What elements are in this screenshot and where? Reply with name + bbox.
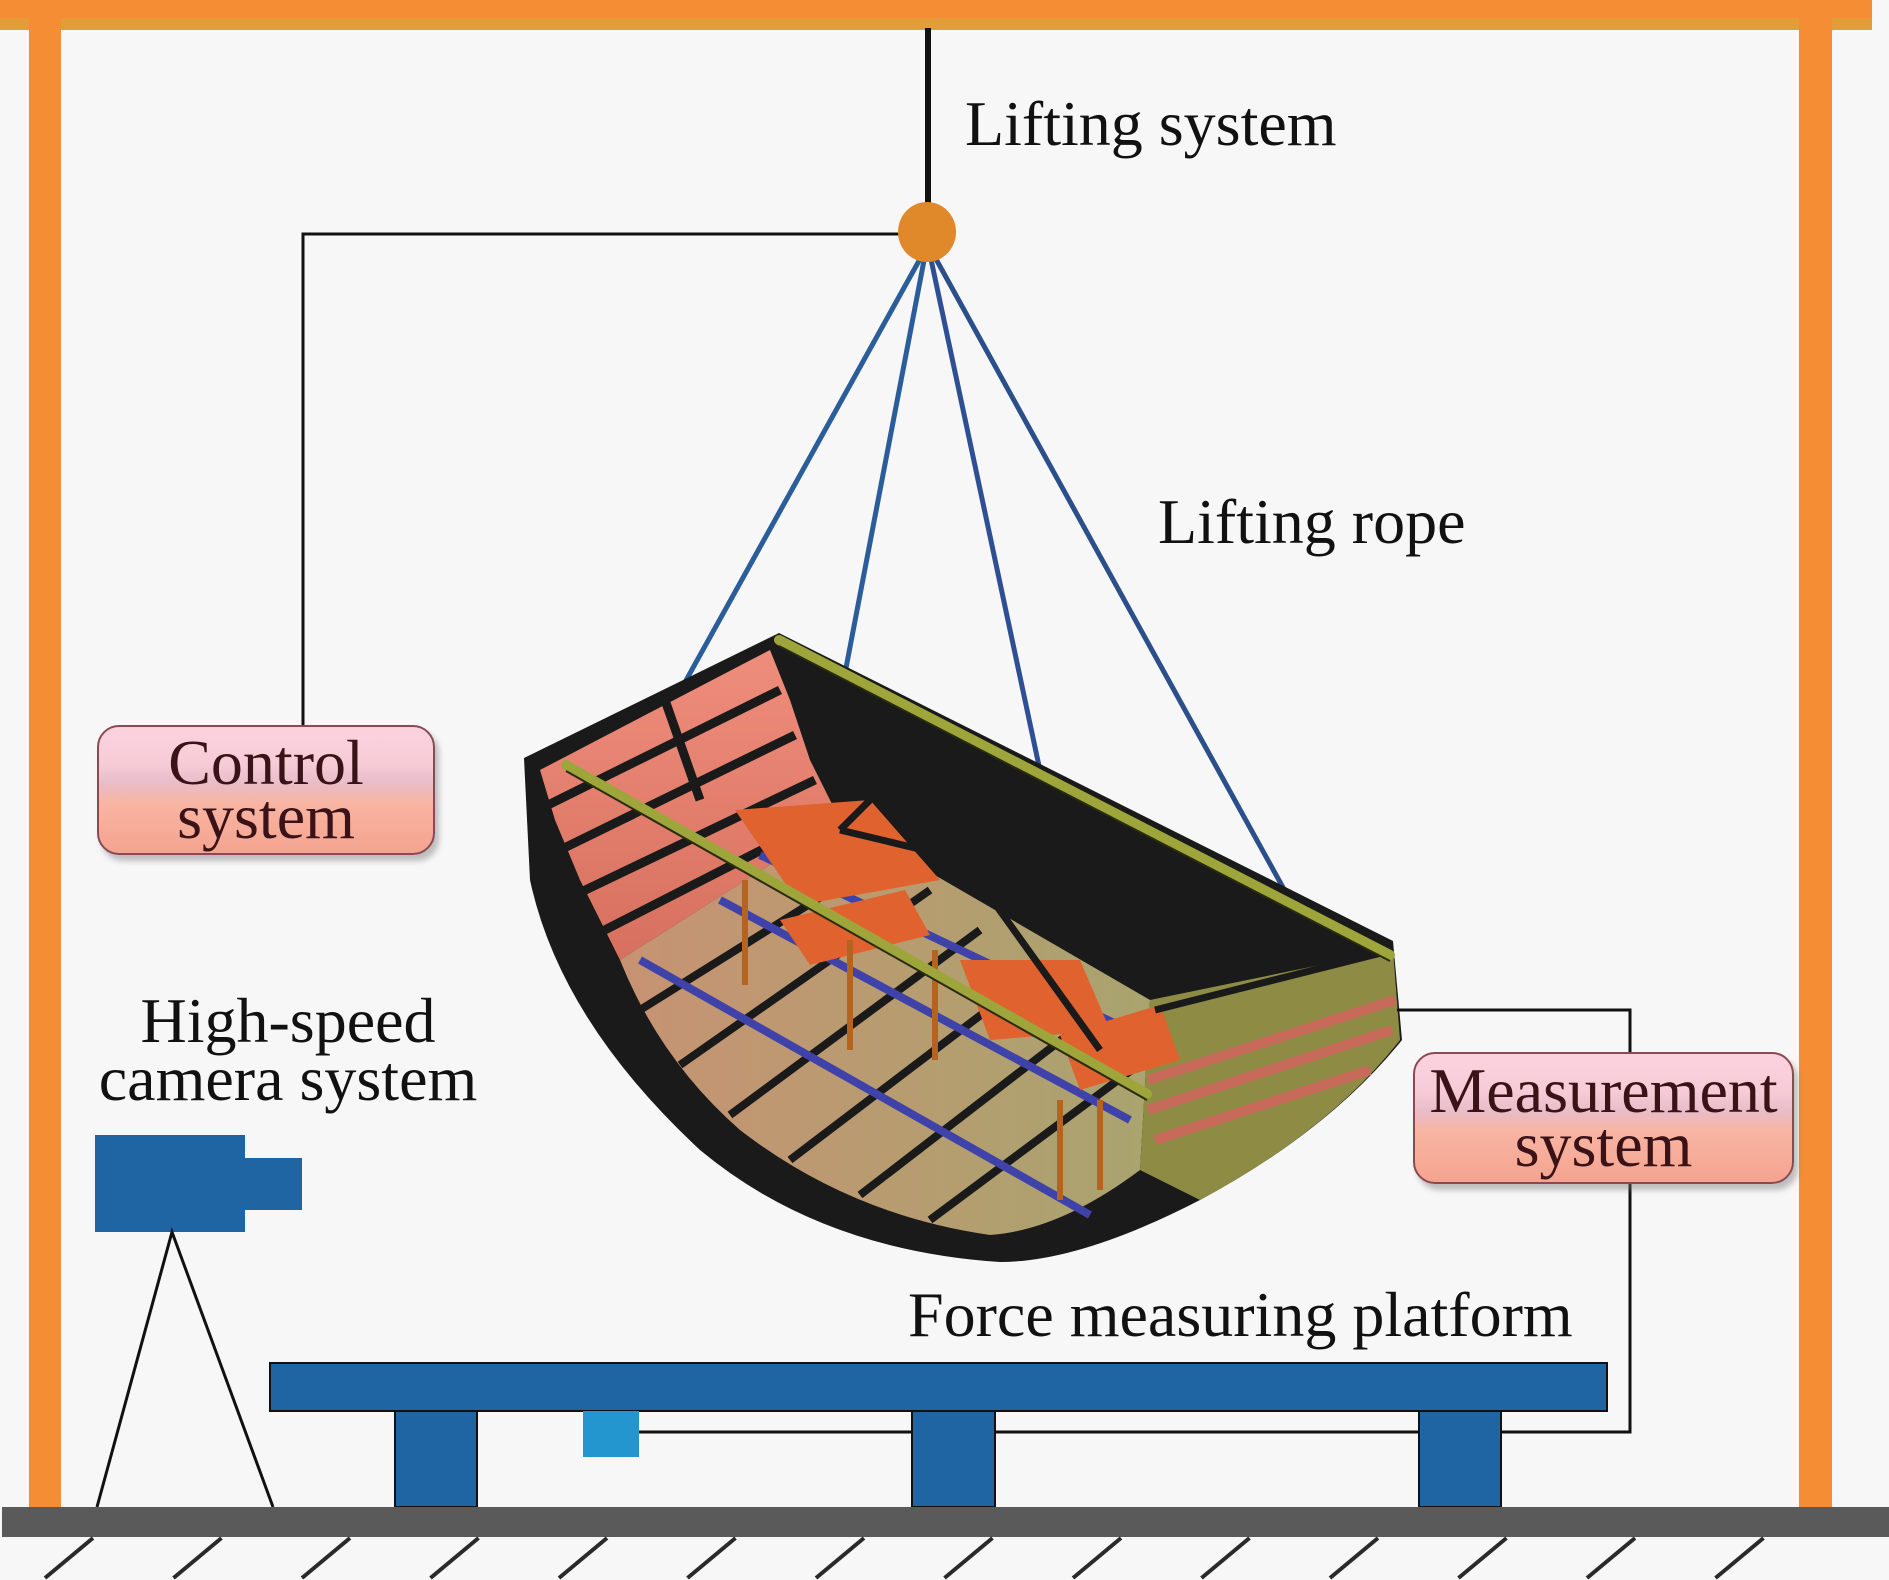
ground-hatch-line <box>300 1536 352 1580</box>
lifting-system-pulley <box>898 202 956 262</box>
deck-plate-1 <box>735 800 940 905</box>
control-wire <box>301 232 900 725</box>
frame-top-beam-shade <box>0 18 1872 30</box>
ground-hatch-line <box>1585 1536 1637 1580</box>
measurement-wire-upper <box>1397 1008 1632 1052</box>
lifting-system-label: Lifting system <box>965 88 1337 159</box>
measurement-label-line-2: system <box>1514 1109 1693 1180</box>
lifting-rope-2 <box>843 247 929 671</box>
hull-end-wall <box>540 650 840 960</box>
ground-hatch-line <box>686 1536 737 1580</box>
force-platform-label: Force measuring platform <box>908 1279 1573 1350</box>
camera-tripod <box>95 1227 275 1508</box>
top-frame-members <box>817 657 1394 1053</box>
ground-hatch-line <box>43 1536 95 1580</box>
back-top-tube <box>774 635 1395 960</box>
lifting-rope-4 <box>928 247 1315 943</box>
front-top-tube <box>561 760 1152 1099</box>
platform-leg-1 <box>394 1410 478 1508</box>
ground-hatch-line <box>814 1536 866 1580</box>
control-system-box: Control system <box>97 725 435 855</box>
force-sensor <box>583 1411 639 1457</box>
frame-right-post <box>1799 18 1832 1508</box>
platform-leg-3 <box>1418 1410 1502 1508</box>
ground-hatch-line <box>943 1536 994 1580</box>
frame-left-post <box>29 18 61 1508</box>
ground-hatching <box>43 1536 1765 1580</box>
deck-plates <box>735 800 1180 1090</box>
control-label-line-2: system <box>177 781 355 852</box>
deck-posts <box>742 880 1103 1200</box>
platform-deck <box>269 1362 1608 1412</box>
hull-bottom <box>620 820 1150 1235</box>
measurement-label-line-1: Measurement <box>1429 1054 1778 1126</box>
ground-hatch-line <box>557 1536 609 1580</box>
control-label-line-1: Control <box>168 726 364 798</box>
force-measuring-platform <box>269 1362 1608 1508</box>
camera-label-line-2: camera system <box>98 1042 478 1114</box>
hull-model <box>524 633 1402 1262</box>
side-wall-planks <box>1146 995 1397 1145</box>
deck-plate-3 <box>960 960 1110 1040</box>
ground-hatch-line <box>1457 1536 1508 1580</box>
ground <box>2 1507 1889 1580</box>
high-speed-camera <box>95 1135 302 1508</box>
camera-body <box>95 1135 245 1232</box>
lifting-rope-label: Lifting rope <box>1158 486 1466 557</box>
camera-system-label: High-speed camera system <box>88 985 488 1114</box>
ground-hatch-line <box>1071 1536 1123 1580</box>
platform-leg-2 <box>911 1410 996 1508</box>
ground-hatch-line <box>429 1536 480 1580</box>
ground-hatch-line <box>1714 1536 1765 1580</box>
test-frame <box>0 0 1872 1508</box>
tube-edges <box>565 645 1391 1101</box>
ground-hatch-line <box>1328 1536 1380 1580</box>
ground-slab <box>2 1507 1889 1537</box>
measurement-system-box: Measurement system <box>1413 1052 1794 1184</box>
camera-lens <box>245 1158 302 1210</box>
ground-hatch-line <box>1200 1536 1251 1580</box>
ground-hatch-line <box>172 1536 223 1580</box>
camera-label-line-1: High-speed <box>140 985 436 1056</box>
yellow-tubes <box>561 635 1395 1099</box>
